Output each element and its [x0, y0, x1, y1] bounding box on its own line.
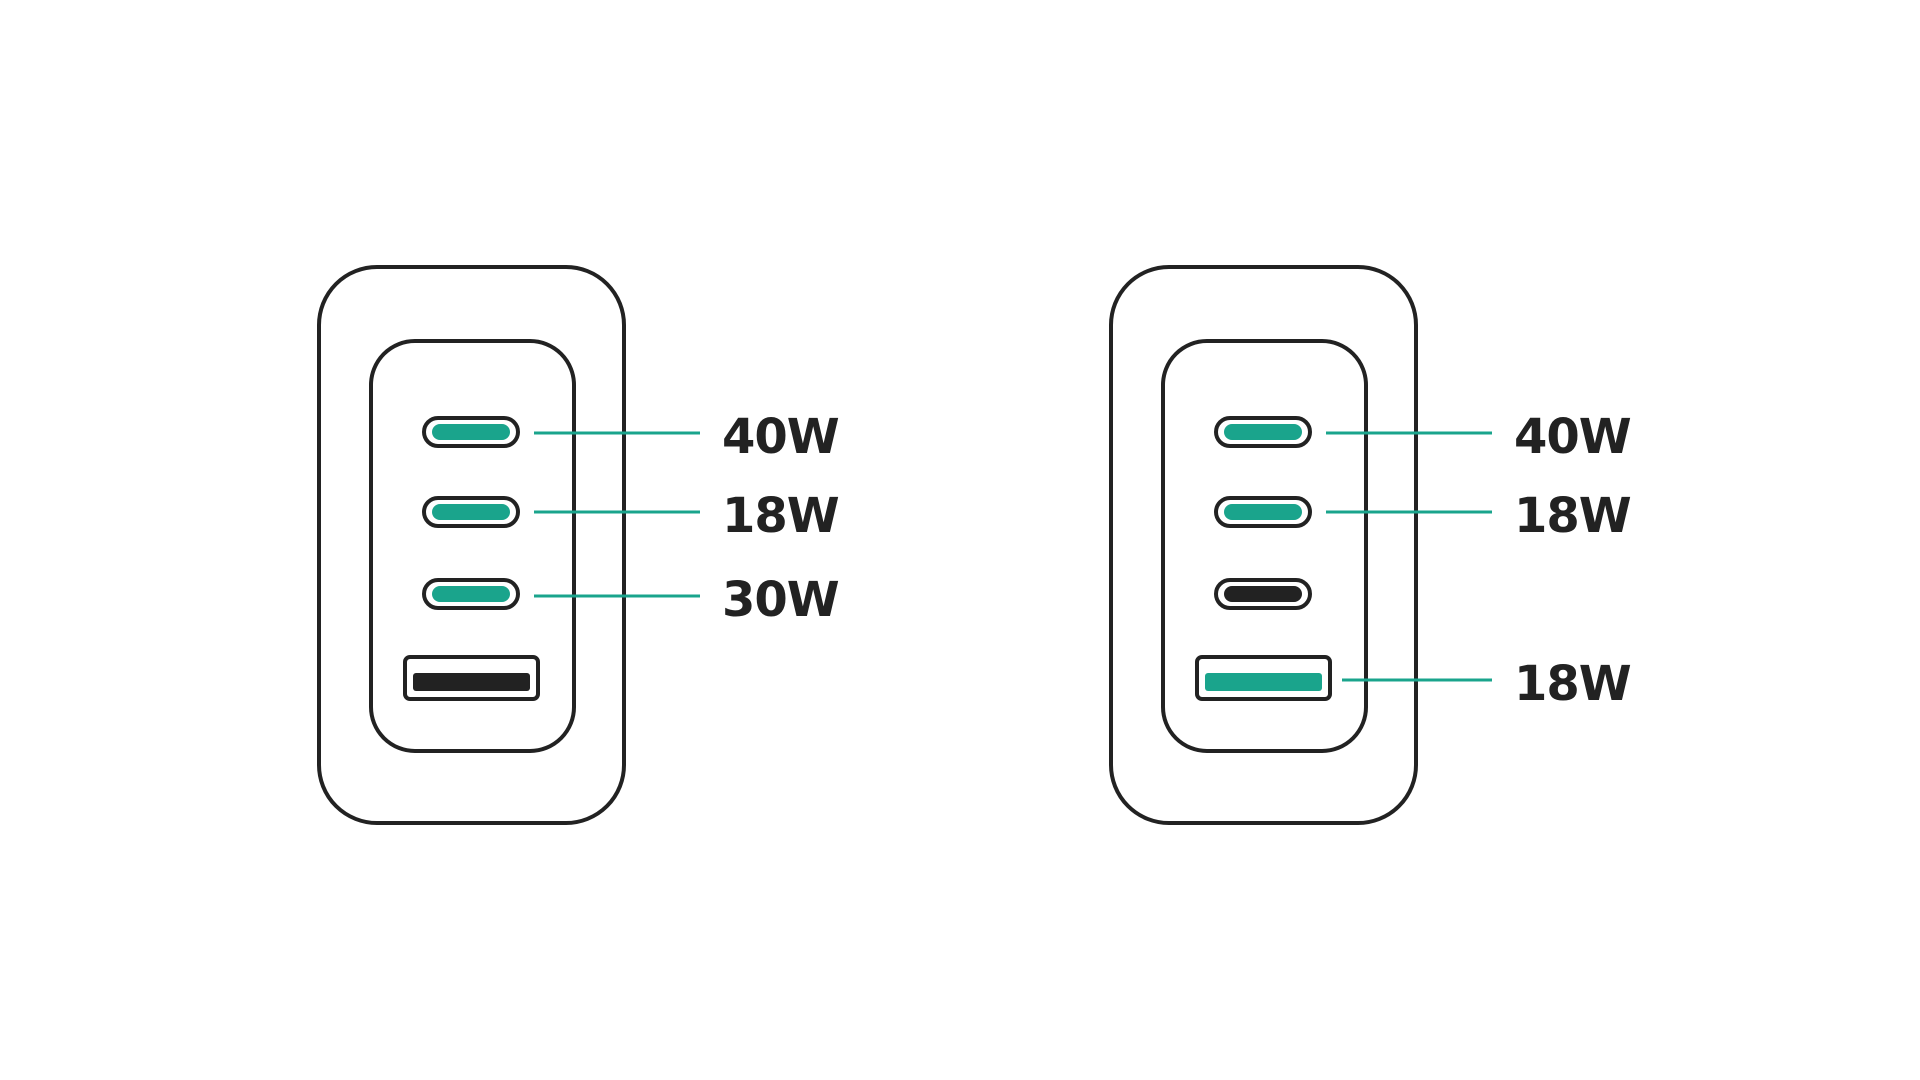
port-fill	[432, 424, 510, 440]
usb-c-port	[422, 416, 520, 448]
port-fill	[1224, 586, 1302, 602]
wattage-label: 18W	[722, 488, 839, 544]
usb-c-port	[1214, 578, 1312, 610]
usb-c-port	[422, 578, 520, 610]
usb-c-port	[1214, 416, 1312, 448]
usb-c-port	[1214, 496, 1312, 528]
charger-right: 40W 18W 18W	[1109, 265, 1632, 825]
usb-a-port	[403, 655, 540, 701]
port-fill	[432, 586, 510, 602]
charger-left: 40W 18W 30W	[317, 265, 840, 825]
port-fill	[1224, 504, 1302, 520]
wattage-label: 18W	[1514, 656, 1631, 712]
port-fill	[432, 504, 510, 520]
usb-c-port	[422, 496, 520, 528]
wattage-label: 18W	[1514, 488, 1631, 544]
wattage-label: 40W	[722, 409, 839, 465]
port-fill	[413, 673, 530, 691]
port-fill	[1205, 673, 1322, 691]
wattage-label: 30W	[722, 572, 839, 628]
port-fill	[1224, 424, 1302, 440]
wattage-label: 40W	[1514, 409, 1631, 465]
usb-a-port	[1195, 655, 1332, 701]
port-panel	[369, 339, 576, 753]
port-panel	[1161, 339, 1368, 753]
